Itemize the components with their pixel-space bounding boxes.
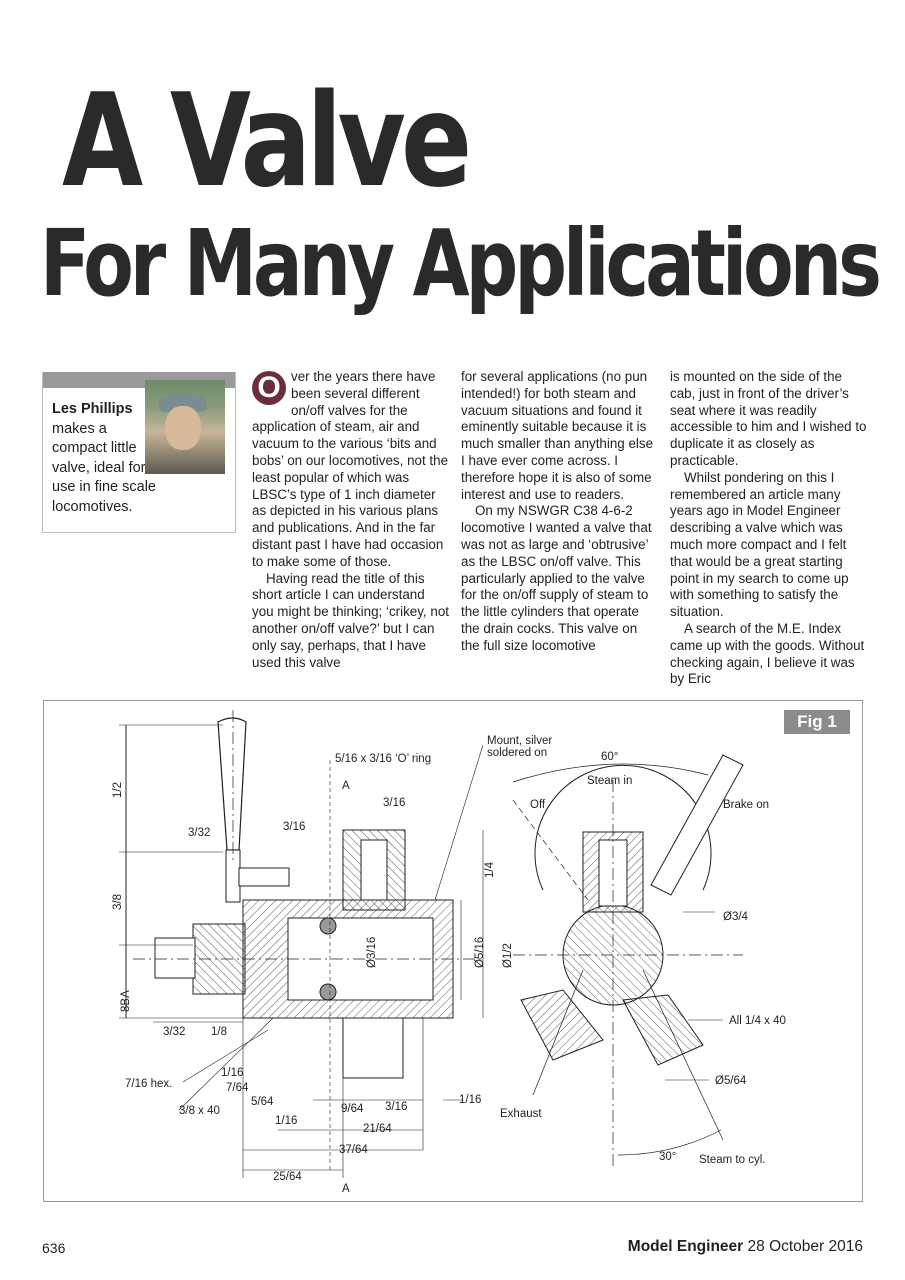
dim-label: 3/16 — [385, 1101, 407, 1113]
all-1-4-label: All 1/4 x 40 — [729, 1015, 786, 1027]
dim-label: Ø1/2 — [502, 943, 514, 968]
intro-text: Les Phillips makes a compact little valv… — [52, 400, 232, 517]
dim-label: 25/64 — [273, 1171, 302, 1183]
drop-cap: O — [252, 371, 286, 405]
dia-5-64-label: Ø5/64 — [715, 1075, 747, 1087]
dim-label: 3/8 — [112, 894, 124, 910]
steam-in-label: Steam in — [587, 775, 632, 787]
section-a-top: A — [342, 780, 350, 792]
issue-date: 28 October 2016 — [747, 1238, 863, 1255]
paragraph: Having read the title of this short arti… — [252, 570, 449, 670]
paragraph: is mounted on the side of the cab, just … — [670, 369, 867, 468]
paragraph: Whilst pondering on this I remembered an… — [670, 469, 849, 620]
dim-label: Ø3/16 — [366, 937, 378, 968]
mount-label-1: Mount, silver — [487, 735, 552, 747]
paragraph: A search of the M.E. Index came up with … — [670, 620, 865, 687]
dim-label: 1/2 — [112, 782, 124, 798]
thread-label: 3/8 x 40 — [179, 1105, 220, 1117]
angle-30-label: 30° — [659, 1151, 676, 1163]
dim-label: 3/32 — [163, 1026, 185, 1038]
dim-label: 21/64 — [363, 1123, 392, 1135]
dim-label: 1/16 — [459, 1094, 481, 1106]
dim-label: 1/16 — [275, 1115, 297, 1127]
dim-label: 1/8 — [211, 1026, 227, 1038]
paragraph: On my NSWGR C38 4-6-2 locomotive I wante… — [461, 503, 652, 653]
figure-frame — [43, 700, 863, 1202]
hex-label: 7/16 hex. — [125, 1078, 172, 1090]
section-a-bottom: A — [342, 1183, 350, 1195]
dim-label: 3/16 — [383, 797, 405, 809]
photo-cap — [159, 394, 207, 412]
dim-label: 1/16 — [221, 1067, 243, 1079]
steam-to-cyl-label: Steam to cyl. — [699, 1154, 765, 1166]
mount-label-2: soldered on — [487, 747, 547, 759]
author-name: Les Phillips — [52, 401, 133, 417]
dim-label: 9/64 — [341, 1103, 364, 1115]
exhaust-label: Exhaust — [500, 1108, 542, 1120]
page-number: 636 — [42, 1240, 66, 1256]
intro-blurb: makes a compact little valve, ideal for … — [52, 420, 156, 515]
dim-label: 37/64 — [339, 1144, 368, 1156]
brake-on-label: Brake on — [723, 799, 769, 811]
title-line-2: For Many Applications — [40, 210, 882, 317]
footer-credit: Model Engineer 28 October 2016 — [628, 1238, 863, 1256]
off-label: Off — [530, 799, 546, 811]
author-photo — [145, 380, 225, 474]
o-ring-label: 5/16 x 3/16 ‘O’ ring — [335, 753, 431, 765]
article-column-3: is mounted on the side of the cab, just … — [670, 369, 867, 688]
figure-label: Fig 1 — [784, 710, 850, 734]
paragraph: for several applications (no pun intende… — [461, 369, 654, 502]
article-column-2: for several applications (no pun intende… — [461, 369, 658, 655]
dim-label: 3/16 — [283, 821, 305, 833]
dim-label: 7/64 — [226, 1082, 249, 1094]
paragraph: ver the years there have been several di… — [252, 369, 449, 569]
dim-label: 3/32 — [188, 827, 210, 839]
dim-label: Ø5/16 — [474, 937, 486, 968]
dia-3-4-label: Ø3/4 — [723, 911, 749, 923]
photo-face — [165, 406, 201, 450]
dim-label: 8BA — [120, 990, 132, 1012]
title-line-1: A Valve — [62, 67, 472, 216]
angle-60-label: 60° — [601, 751, 618, 763]
dim-label: 1/4 — [484, 861, 496, 878]
magazine-name: Model Engineer — [627, 1238, 744, 1255]
dim-label: 5/64 — [251, 1096, 274, 1108]
valve-drawing: 1/2 3/32 3/8 8BA 3/16 3/16 1/4 Ø3/16 Ø5/… — [112, 710, 786, 1195]
